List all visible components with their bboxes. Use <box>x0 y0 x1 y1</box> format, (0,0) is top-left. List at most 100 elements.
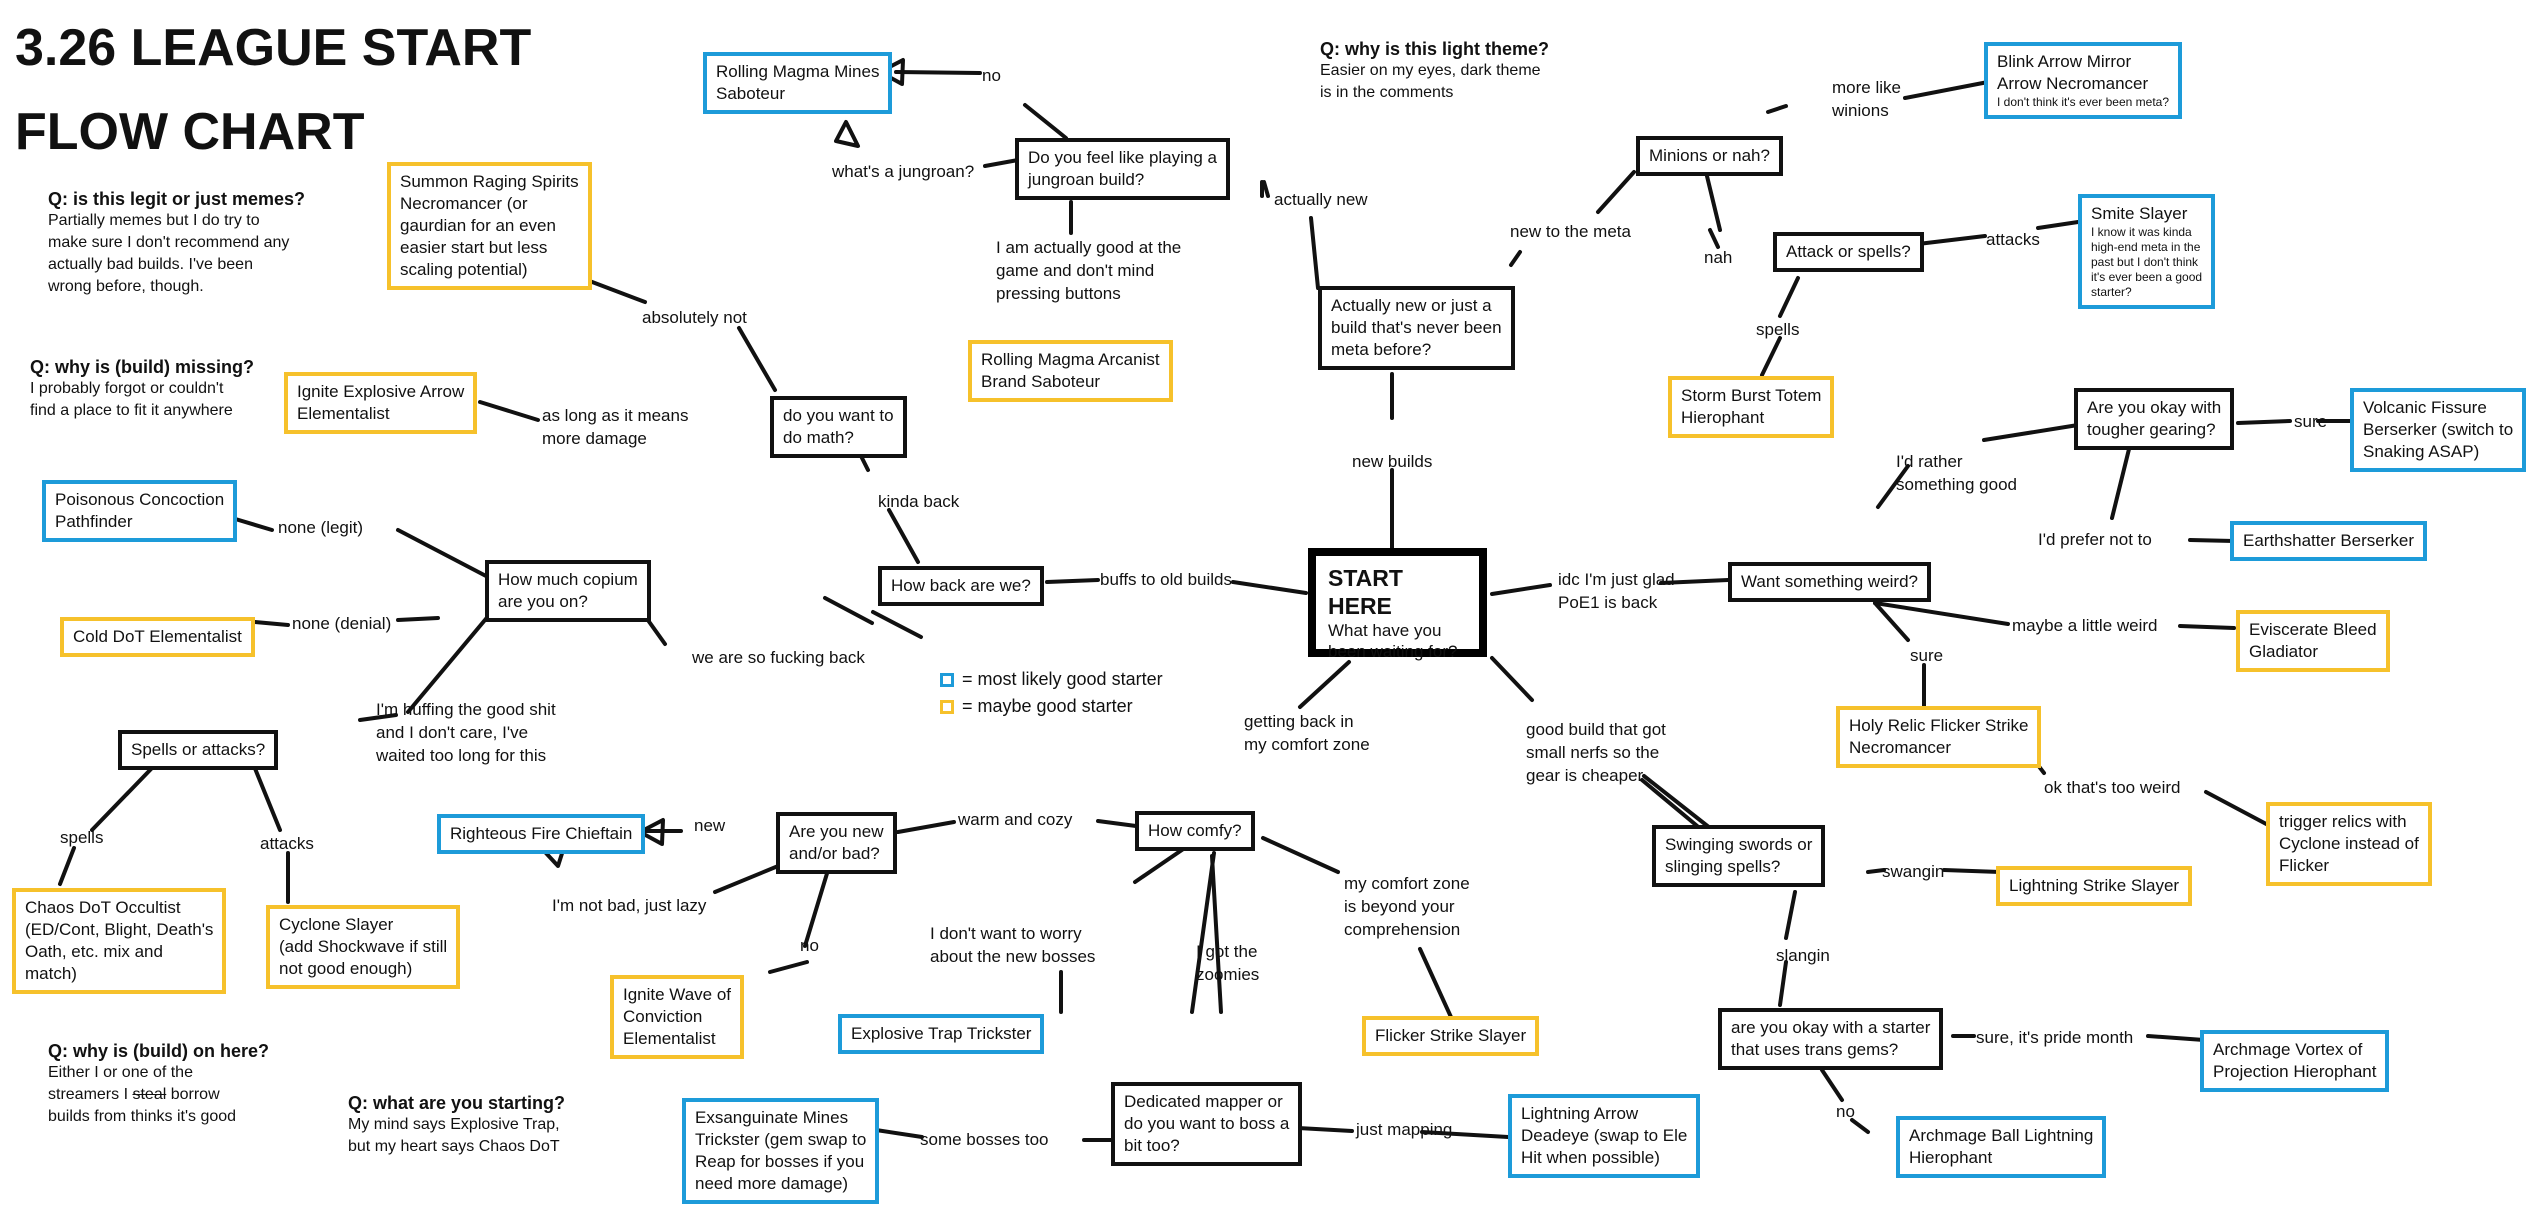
edge-label-spells-right: spells <box>1756 320 1800 339</box>
line: meta before? <box>1331 340 1432 359</box>
line: small nerfs so the <box>1526 743 1660 762</box>
line: zoomies <box>1196 965 1260 984</box>
line: I'd rather <box>1896 452 1963 471</box>
edge-label-little-weird: maybe a little weird <box>2012 616 2158 635</box>
build-chaos-dot: Chaos DoT Occultist(ED/Cont, Blight, Dea… <box>12 888 227 994</box>
line: Cold DoT Elementalist <box>73 627 242 646</box>
line: I am actually good at the <box>996 238 1182 257</box>
line: Earthshatter Berserker <box>2243 531 2415 550</box>
faq-light-answer: Easier on my eyes, dark theme is in the … <box>1320 62 1541 101</box>
question-minions: Minions or nah? <box>1636 136 1783 176</box>
line: scaling potential) <box>400 260 528 279</box>
line: Spells or attacks? <box>131 740 266 759</box>
edge-label-warm: warm and cozy <box>958 810 1073 829</box>
line: Are you new <box>789 822 884 841</box>
line: Elementalist <box>297 404 390 423</box>
smite-note: high-end meta in the <box>2091 240 2201 254</box>
line: about the new bosses <box>930 947 1096 966</box>
edge-label-sure-mid: sure <box>1910 646 1944 665</box>
line: Rolling Magma Mines <box>716 62 880 81</box>
line: do you want to <box>783 406 894 425</box>
line: Volcanic Fissure <box>2363 398 2487 417</box>
line: I'm huffing the good shit <box>376 700 556 719</box>
line: Minions or nah? <box>1649 146 1770 165</box>
line: waited too long for this <box>376 746 547 765</box>
line: my comfort zone <box>1344 874 1470 893</box>
line: Snaking ASAP) <box>2363 442 2480 461</box>
build-cold-dot: Cold DoT Elementalist <box>60 617 255 657</box>
start-sub-2: been waiting for? <box>1328 642 1458 661</box>
faq-missing: Q: why is (build) missing? I probably fo… <box>30 356 254 422</box>
line: Flicker Strike Slayer <box>1375 1026 1527 1045</box>
line: Blink Arrow Mirror <box>1997 52 2132 71</box>
line: Oath, etc. mix and <box>25 942 163 961</box>
line: something good <box>1896 475 2017 494</box>
line: Gladiator <box>2249 642 2318 661</box>
line: I got the <box>1196 942 1258 961</box>
line: do you want to boss a <box>1124 1114 1290 1133</box>
faq-on-here: Q: why is (build) on here? Either I or o… <box>48 1040 269 1128</box>
line: more damage <box>542 429 647 448</box>
line: Projection Hierophant <box>2213 1062 2377 1081</box>
line: Necromancer <box>1849 738 1952 757</box>
line: Chaos DoT Occultist <box>25 898 181 917</box>
line: Ignite Explosive Arrow <box>297 382 465 401</box>
edge-label-new-meta: new to the meta <box>1510 222 1631 241</box>
line: Flicker <box>2279 856 2330 875</box>
faq-starting: Q: what are you starting? My mind says E… <box>348 1092 565 1158</box>
edge-label-pride: sure, it's pride month <box>1976 1028 2134 1047</box>
start-node: START HERE What have you been waiting fo… <box>1308 548 1487 661</box>
edge-label-no-mid: no <box>800 936 819 955</box>
line: do math? <box>783 428 854 447</box>
line: getting back in <box>1244 712 1354 731</box>
line: idc I'm just glad <box>1558 570 1675 589</box>
line: Lightning Strike Slayer <box>2009 876 2180 895</box>
legend-yellow-label: = maybe good starter <box>962 696 1133 716</box>
legend-blue-swatch <box>940 673 954 688</box>
line: I don't want to worry <box>930 924 1082 943</box>
question-attack-spells: Attack or spells? <box>1773 232 1924 272</box>
line: Hierophant <box>1681 408 1765 427</box>
line: How comfy? <box>1148 821 1242 840</box>
line: bit too? <box>1124 1136 1180 1155</box>
question-new-bad: Are you new and/or bad? <box>776 812 897 874</box>
faq-on-here-question: Q: why is (build) on here? <box>48 1041 270 1061</box>
faq-legit: Q: is this legit or just memes? Partiall… <box>48 188 305 298</box>
line: slinging spells? <box>1665 857 1781 876</box>
question-comfy: How comfy? <box>1135 811 1255 851</box>
blink-note: I don't think it's ever been meta? <box>1997 95 2170 109</box>
line: and/or bad? <box>789 844 880 863</box>
line: good build that got <box>1526 720 1666 739</box>
edge-label-swangin: swangin <box>1882 862 1945 881</box>
line: Arrow Necromancer <box>1997 74 2149 93</box>
edge-label-no-top: no <box>982 66 1001 85</box>
line: Righteous Fire Chieftain <box>450 824 633 843</box>
line: need more damage) <box>695 1174 849 1193</box>
line: Pathfinder <box>55 512 133 531</box>
line: How back are we? <box>891 576 1031 595</box>
faq-starting-answer: My mind says Explosive Trap, but my hear… <box>348 1116 560 1155</box>
line: Archmage Vortex of <box>2213 1040 2363 1059</box>
edge-label-just-mapping: just mapping <box>1356 1120 1453 1139</box>
build-lightning-strike: Lightning Strike Slayer <box>1996 866 2193 906</box>
edge-label-nah: nah <box>1704 248 1733 267</box>
line: not good enough) <box>279 959 413 978</box>
edge-label-absolutely-not: absolutely not <box>642 308 747 327</box>
line: Want something weird? <box>1741 572 1919 591</box>
line: trigger relics with <box>2279 812 2407 831</box>
faq-missing-question: Q: why is (build) missing? <box>30 357 255 377</box>
edge-label-none-denial: none (denial) <box>292 614 392 633</box>
